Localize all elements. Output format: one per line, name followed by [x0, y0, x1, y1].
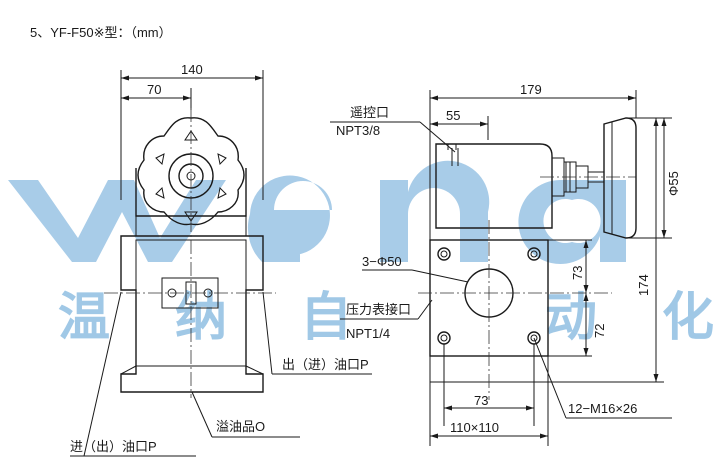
dim-base: 110×110 — [450, 420, 499, 435]
dim-side-offset: 55 — [446, 108, 460, 123]
front-view: 140 70 — [70, 62, 372, 457]
label-inlet: 进（出）油口P — [70, 439, 157, 454]
dim-hole-spacing: 73 — [474, 393, 488, 408]
label-remote-thread: NPT3/8 — [336, 123, 380, 138]
label-holes: 3−Φ50 — [362, 254, 402, 269]
watermark-logo-letters — [8, 160, 626, 264]
watermark-char-4: 动 — [545, 288, 597, 348]
watermark-char-1: 温 — [58, 288, 110, 348]
label-overflow: 溢油品O — [216, 419, 265, 434]
watermark-char-2: 纳 — [175, 288, 227, 348]
dim-side-width: 179 — [520, 82, 542, 97]
watermark-char-3: 自 — [300, 288, 352, 348]
watermark: 温 纳 自 动 化 — [8, 160, 714, 348]
label-remote-port: 遥控口 — [350, 105, 389, 120]
side-view: 179 55 遥控口 NPT3/8 — [330, 82, 681, 446]
dim-front-width: 140 — [181, 62, 203, 77]
label-bolts: 12−M16×26 — [568, 401, 637, 416]
dim-lower: 72 — [592, 324, 607, 338]
dim-front-half: 70 — [147, 82, 161, 97]
label-gauge-thread: NPT1/4 — [346, 326, 390, 341]
dim-upper: 73 — [570, 266, 585, 280]
watermark-char-5: 化 — [662, 288, 714, 348]
dim-diameter: Φ55 — [666, 171, 681, 196]
label-outlet: 出（进）油口P — [282, 357, 369, 372]
page-heading: 5、YF-F50※型：（mm） — [30, 25, 172, 40]
label-gauge-port: 压力表接口 — [346, 302, 411, 317]
dim-height: 174 — [636, 274, 651, 296]
